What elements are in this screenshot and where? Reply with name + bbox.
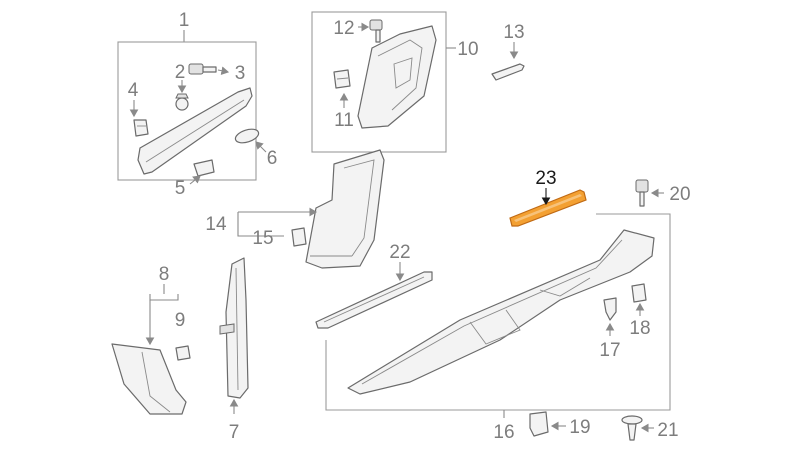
callout-3[interactable]: 3 xyxy=(235,63,246,84)
callout-12[interactable]: 12 xyxy=(333,18,354,39)
callout-17[interactable]: 17 xyxy=(599,340,620,361)
callout-16[interactable]: 16 xyxy=(493,422,514,443)
kick-panel-group xyxy=(111,284,191,415)
callout-4[interactable]: 4 xyxy=(128,80,139,101)
grommet-part-3 xyxy=(175,93,189,111)
b-pillar-upper-group xyxy=(311,11,456,153)
callout-6[interactable]: 6 xyxy=(267,148,278,169)
callout-18[interactable]: 18 xyxy=(629,318,650,339)
callout-11[interactable]: 11 xyxy=(334,110,354,131)
callout-22[interactable]: 22 xyxy=(389,242,410,263)
bolt-part-12 xyxy=(369,19,383,43)
clip-part-4 xyxy=(133,119,149,137)
callout-9[interactable]: 9 xyxy=(175,310,186,331)
callout-23[interactable]: 23 xyxy=(535,168,556,189)
callout-14[interactable]: 14 xyxy=(205,214,227,235)
clip-part-11 xyxy=(333,69,351,89)
clip-part-15 xyxy=(291,227,307,247)
clip-part-18 xyxy=(631,283,647,303)
highlighted-part-23[interactable] xyxy=(509,189,587,227)
clip-part-19 xyxy=(529,411,549,437)
b-pillar-lower-trim xyxy=(305,149,385,269)
callout-1[interactable]: 1 xyxy=(179,10,190,31)
pillar-trim-part-7 xyxy=(219,257,249,399)
pushpin-part-21 xyxy=(621,415,643,441)
clip-part-9 xyxy=(175,345,191,361)
callout-15[interactable]: 15 xyxy=(252,228,273,249)
group-box-1 xyxy=(117,41,257,181)
sill-strip-part-22 xyxy=(315,271,433,329)
rocker-panel-trim xyxy=(347,229,655,395)
a-pillar-trim-group xyxy=(117,30,257,185)
callout-2[interactable]: 2 xyxy=(175,62,186,83)
pad-part-6 xyxy=(234,128,260,144)
callout-21[interactable]: 21 xyxy=(657,420,678,441)
callout-10[interactable]: 10 xyxy=(457,39,478,60)
b-pillar-upper-trim xyxy=(357,25,437,129)
callout-20[interactable]: 20 xyxy=(669,184,690,205)
kick-panel-trim xyxy=(111,343,187,415)
callout-13[interactable]: 13 xyxy=(503,22,524,43)
callout-19[interactable]: 19 xyxy=(569,417,590,438)
b-pillar-lower-group xyxy=(237,149,385,269)
bolt-part-2 xyxy=(188,63,217,75)
group-box-16 xyxy=(325,213,671,411)
callout-7[interactable]: 7 xyxy=(229,422,240,443)
clip-part-17 xyxy=(603,297,617,321)
callout-5[interactable]: 5 xyxy=(175,178,186,199)
callout-8[interactable]: 8 xyxy=(159,264,170,285)
screw-part-20 xyxy=(635,179,649,207)
rocker-panel-group xyxy=(325,213,671,418)
clip-part-5 xyxy=(193,159,215,177)
trim-part-13 xyxy=(491,63,525,81)
